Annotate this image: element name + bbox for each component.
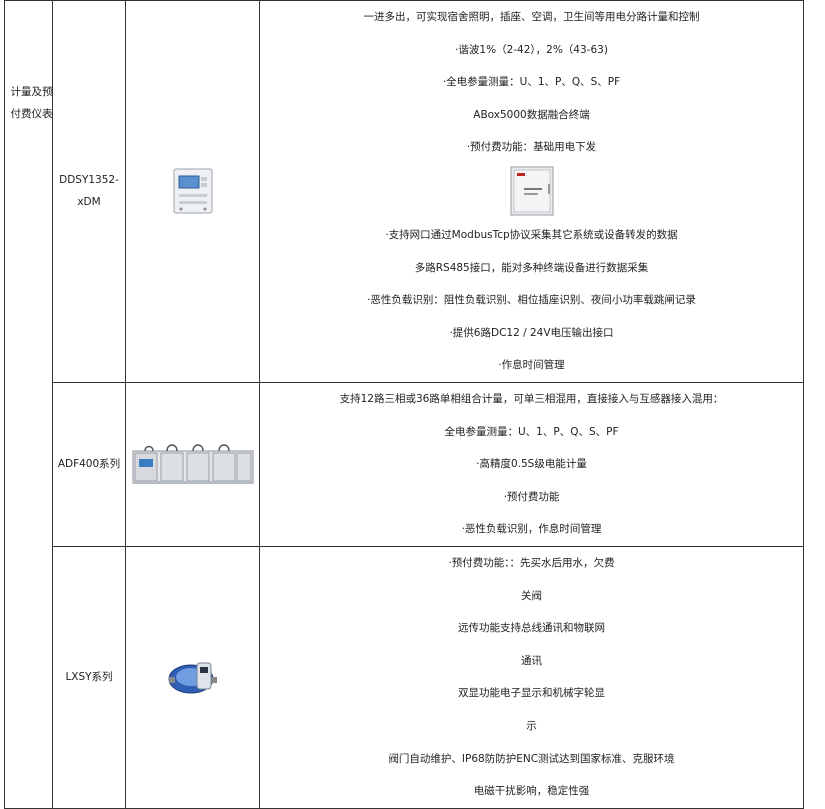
feature-line: 电磁干扰影响，稳定性强 xyxy=(473,785,590,798)
feature-line: 支持12路三相或36路单相组合计量，可单三相混用，直接接入与互感器接入混用： xyxy=(339,392,724,405)
product-image-cell xyxy=(125,0,260,383)
feature-line: 多路RS485接口，能对多种终端设备进行数据采集 xyxy=(414,261,649,274)
multi-circuit-meter-icon xyxy=(132,444,253,485)
table-row: ADF400系列 支持12路三相或36路单相组合计量，可单三相混用，直接接入与互… xyxy=(5,381,804,547)
table-row: 计量及预付费仪表 DDSY1352-xDM 一进多出，可实现宿舍照明，插座、空调… xyxy=(4,0,804,809)
model-label: LXSY系列 xyxy=(65,671,113,684)
model-cell: LXSY系列 xyxy=(52,545,126,809)
product-image-cell xyxy=(125,381,260,547)
feature-line: 通讯 xyxy=(521,654,542,667)
feature-line: ·高精度0.5S级电能计量 xyxy=(476,458,587,471)
feature-line: 阀门自动维护、IP68防防护ENC测试达到国家标准、克服环境 xyxy=(388,752,675,765)
feature-line: 全电参量测量：U、1、P、Q、S、PF xyxy=(444,425,619,438)
feature-line: ·支持网口通过ModbusTcp协议采集其它系统或设备转发的数据 xyxy=(385,228,678,241)
product-table: 计量及预付费仪表 DDSY1352-xDM 一进多出，可实现宿舍照明，插座、空调… xyxy=(4,0,804,809)
feature-line: ·作息时间管理 xyxy=(498,359,565,372)
table-row: LXSY系列 ·预付费功能：：先买水后用水，欠费 关阀 远传功能支持总线通讯和物… xyxy=(5,545,804,809)
description-cell: 一进多出，可实现宿舍照明，插座、空调，卫生间等用电分路计量和控制 ·谐波1%（2… xyxy=(259,0,804,383)
model-label: ADF400系列 xyxy=(57,458,121,471)
feature-line: ·谐波1%（2-42），2%（43-63) xyxy=(455,43,608,56)
feature-line: 一进多出，可实现宿舍照明，插座、空调，卫生间等用电分路计量和控制 xyxy=(363,11,700,23)
feature-line: ·提供6路DC12 / 24V电压输出接口 xyxy=(449,326,614,339)
model-label: DDSY1352-xDM xyxy=(59,174,119,209)
feature-line: ·恶性负载识别：阻性负载识别、相位插座识别、夜间小功率载跳闸记录 xyxy=(367,294,696,307)
feature-line: ABox5000数据融合终端 xyxy=(473,108,590,121)
category-cell: 计量及预付费仪表 xyxy=(4,0,53,809)
data-terminal-box-icon xyxy=(510,166,553,216)
water-meter-icon xyxy=(168,662,217,694)
terminal-image xyxy=(260,164,803,219)
model-cell: DDSY1352-xDM xyxy=(52,0,126,383)
meter-device-icon xyxy=(173,168,212,214)
product-image-cell xyxy=(125,545,260,809)
model-cell: ADF400系列 xyxy=(52,381,126,547)
feature-line: 远传功能支持总线通讯和物联网 xyxy=(458,622,605,635)
description-cell: 支持12路三相或36路单相组合计量，可单三相混用，直接接入与互感器接入混用： 全… xyxy=(259,381,804,547)
feature-line: ·全电参量测量：U、1、P、Q、S、PF xyxy=(442,76,621,89)
category-label: 计量及预付费仪表 xyxy=(10,85,53,120)
feature-line: 双显功能电子显示和机械字轮显 xyxy=(458,687,605,700)
feature-line: ·恶性负载识别，作息时间管理 xyxy=(461,523,602,536)
feature-line: 关阀 xyxy=(521,589,542,602)
description-cell: ·预付费功能：：先买水后用水，欠费 关阀 远传功能支持总线通讯和物联网 通讯 双… xyxy=(259,545,804,809)
feature-line: ·预付费功能：基础用电下发 xyxy=(466,141,597,154)
feature-line: ·预付费功能：：先买水后用水，欠费 xyxy=(448,557,615,570)
feature-line: ·预付费功能 xyxy=(503,490,560,503)
feature-line: 示 xyxy=(526,720,537,733)
